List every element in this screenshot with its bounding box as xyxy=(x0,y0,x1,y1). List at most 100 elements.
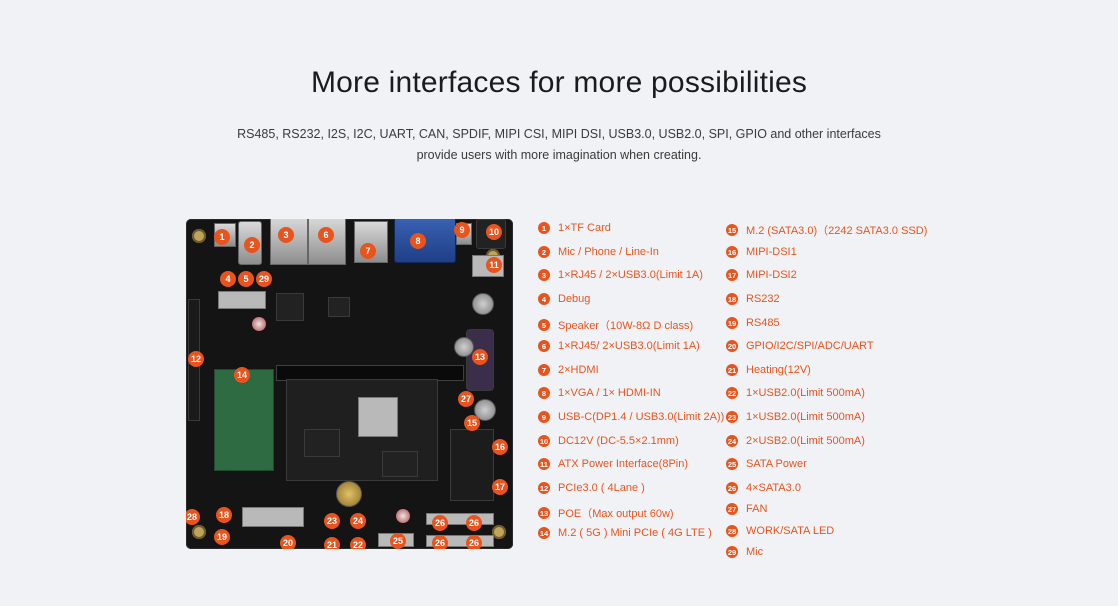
board-badge: 3 xyxy=(278,227,294,243)
board-badge: 23 xyxy=(324,513,340,529)
legend-label: Heating(12V) xyxy=(746,364,811,376)
legend-number-badge: 27 xyxy=(726,503,738,515)
legend-label: RS485 xyxy=(746,317,780,329)
board-badge: 10 xyxy=(486,224,502,240)
legend-number-badge: 6 xyxy=(538,340,550,352)
board-badge: 25 xyxy=(390,533,406,549)
legend-number-badge: 2 xyxy=(538,246,550,258)
mount-hole xyxy=(192,525,206,539)
legend-item: 2 Mic / Phone / Line-In xyxy=(538,246,659,258)
board-badge: 28 xyxy=(186,509,200,525)
board-badge: 27 xyxy=(458,391,474,407)
capacitor xyxy=(252,317,266,331)
legend-item: 9 USB-C(DP1.4 / USB3.0(Limit 2A)) xyxy=(538,411,724,423)
legend-number-badge: 23 xyxy=(726,411,738,423)
legend-number-badge: 19 xyxy=(726,317,738,329)
audio-chip xyxy=(276,293,304,321)
board-badge: 20 xyxy=(280,535,296,549)
legend-item: 20 GPIO/I2C/SPI/ADC/UART xyxy=(726,340,874,352)
board-badge: 2 xyxy=(244,237,260,253)
memory-chip xyxy=(382,451,418,477)
legend-item: 28 WORK/SATA LED xyxy=(726,525,834,537)
legend-number-badge: 24 xyxy=(726,435,738,447)
legend-label: 2×HDMI xyxy=(558,364,599,376)
capacitor xyxy=(396,509,410,523)
legend-item: 27 FAN xyxy=(726,503,767,515)
legend-number-badge: 16 xyxy=(726,246,738,258)
capacitor xyxy=(472,293,494,315)
legend-label: FAN xyxy=(746,503,768,515)
legend-label: Speaker（10W-8Ω D class) xyxy=(558,320,694,332)
legend-label: USB-C(DP1.4 / USB3.0(Limit 2A)) xyxy=(558,411,725,423)
legend-item: 23 1×USB2.0(Limit 500mA) xyxy=(726,411,865,423)
board-badge: 8 xyxy=(410,233,426,249)
legend-item: 10 DC12V (DC-5.5×2.1mm) xyxy=(538,435,679,447)
legend-item: 1 1×TF Card xyxy=(538,222,611,234)
board-badge: 21 xyxy=(324,537,340,549)
rj45-usb-port-a xyxy=(270,219,308,265)
page-subtitle: RS485, RS232, I2S, I2C, UART, CAN, SPDIF… xyxy=(0,124,1118,166)
legend-number-badge: 14 xyxy=(538,527,550,539)
mount-hole xyxy=(492,525,506,539)
legend-label: ATX Power Interface(8Pin) xyxy=(558,458,689,470)
legend-item: 13 POE（Max output 60w) xyxy=(538,505,674,521)
sata-ssd-slot xyxy=(450,429,494,501)
legend-number-badge: 10 xyxy=(538,435,550,447)
legend-label: 4×SATA3.0 xyxy=(746,482,801,494)
board-badge: 16 xyxy=(492,439,508,455)
board-badge: 6 xyxy=(318,227,334,243)
legend-label: GPIO/I2C/SPI/ADC/UART xyxy=(746,340,874,352)
legend-number-badge: 22 xyxy=(726,387,738,399)
legend-number-badge: 20 xyxy=(726,340,738,352)
legend-number-badge: 17 xyxy=(726,269,738,281)
board-badge: 15 xyxy=(464,415,480,431)
board-badge: 19 xyxy=(214,529,230,545)
board-badge: 26 xyxy=(466,515,482,531)
board-badge: 1 xyxy=(214,229,230,245)
legend-number-badge: 29 xyxy=(726,546,738,558)
legend-number-badge: 9 xyxy=(538,411,550,423)
board-image: 1 2 3 6 7 8 9 10 4 5 29 11 12 13 14 27 1… xyxy=(186,219,513,549)
legend-label: POE（Max output 60w) xyxy=(558,508,674,520)
board-badge: 14 xyxy=(234,367,250,383)
board-badge: 26 xyxy=(432,535,448,549)
legend-label: DC12V (DC-5.5×2.1mm) xyxy=(558,435,679,447)
legend-item: 5 Speaker（10W-8Ω D class) xyxy=(538,317,693,333)
legend-item: 19 RS485 xyxy=(726,317,780,329)
legend-label: WORK/SATA LED xyxy=(746,525,835,537)
legend-label: 1×TF Card xyxy=(558,222,611,234)
legend-number-badge: 11 xyxy=(538,458,550,470)
subtitle-line-1: RS485, RS232, I2S, I2C, UART, CAN, SPDIF… xyxy=(237,127,881,141)
legend-number-badge: 5 xyxy=(538,319,550,331)
eth-chip xyxy=(328,297,350,317)
legend-label: Debug xyxy=(558,293,591,305)
legend-label: 1×USB2.0(Limit 500mA) xyxy=(746,411,865,423)
legend-label: 1×VGA / 1× HDMI-IN xyxy=(558,387,661,399)
board-badge: 26 xyxy=(432,515,448,531)
legend-number-badge: 15 xyxy=(726,224,738,236)
legend-number-badge: 1 xyxy=(538,222,550,234)
board-badge: 5 xyxy=(238,271,254,287)
legend-number-badge: 12 xyxy=(538,482,550,494)
legend-label: 2×USB2.0(Limit 500mA) xyxy=(746,435,865,447)
legend-number-badge: 28 xyxy=(726,525,738,537)
legend-label: Mic / Phone / Line-In xyxy=(558,246,659,258)
legend-number-badge: 13 xyxy=(538,507,550,519)
legend-item: 16 MIPI-DSI1 xyxy=(726,246,797,258)
legend-label: MIPI-DSI1 xyxy=(746,246,797,258)
board-badge: 7 xyxy=(360,243,376,259)
legend-number-badge: 7 xyxy=(538,364,550,376)
board-badge: 18 xyxy=(216,507,232,523)
board-badge: 12 xyxy=(188,351,204,367)
legend-number-badge: 25 xyxy=(726,458,738,470)
